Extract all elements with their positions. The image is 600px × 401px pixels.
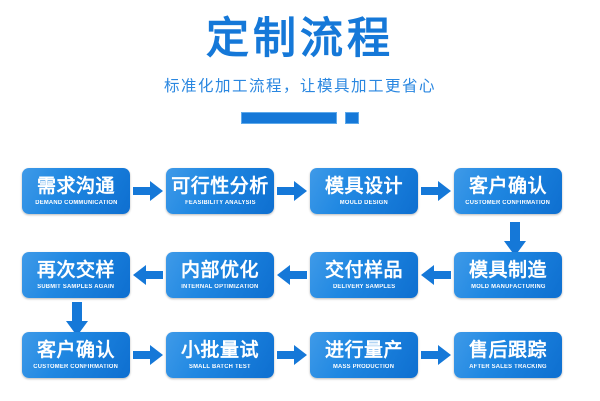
- process-flow-diagram: 需求沟通 DEMAND COMMUNICATION 可行性分析 FEASIBIL…: [0, 160, 600, 401]
- flow-node-mold-manufacturing[interactable]: 模具制造 MOLD MANUFACTURING: [454, 252, 562, 298]
- node-title-en: AFTER SALES TRACKING: [469, 363, 547, 370]
- arrow-left-icon: [277, 265, 307, 285]
- arrow-right-icon: [277, 345, 307, 365]
- arrow-down-icon-left: [66, 302, 88, 336]
- page-title: 定制流程: [206, 14, 394, 64]
- page-header: 定制流程 标准化加工流程，让模具加工更省心: [0, 0, 600, 125]
- arrow-right-icon: [133, 345, 163, 365]
- arrow-left-2a: [130, 252, 166, 298]
- flow-node-feasibility-analysis[interactable]: 可行性分析 FEASIBILITY ANALYSIS: [166, 168, 274, 214]
- divider-dot-shape: [345, 112, 359, 125]
- node-title-cn: 交付样品: [324, 258, 403, 281]
- flow-node-mould-design[interactable]: 模具设计 MOULD DESIGN: [310, 168, 418, 214]
- page-subtitle: 标准化加工流程，让模具加工更省心: [163, 77, 436, 96]
- node-title-cn: 可行性分析: [171, 174, 269, 197]
- node-title-en: CUSTOMER CONFIRMATION: [465, 199, 551, 206]
- arrow-right-3c: [418, 332, 454, 378]
- flow-node-customer-confirmation-2[interactable]: 客户确认 CUSTOMER CONFIRMATION: [22, 332, 130, 378]
- node-title-cn: 客户确认: [36, 338, 115, 361]
- flow-node-customer-confirmation-1[interactable]: 客户确认 CUSTOMER CONFIRMATION: [454, 168, 562, 214]
- flow-node-submit-samples-again[interactable]: 再次交样 SUBMIT SAMPLES AGAIN: [22, 252, 130, 298]
- arrow-right-1b: [274, 168, 310, 214]
- divider-bar-shape: [241, 112, 337, 125]
- node-title-cn: 售后跟踪: [468, 338, 547, 361]
- arrow-left-2c: [418, 252, 454, 298]
- node-title-cn: 再次交样: [36, 258, 115, 281]
- node-title-en: FEASIBILITY ANALYSIS: [184, 199, 256, 206]
- arrow-down-icon-right: [504, 222, 526, 256]
- arrow-right-icon: [421, 181, 451, 201]
- node-title-cn: 模具设计: [324, 174, 403, 197]
- arrow-right-icon: [133, 181, 163, 201]
- node-title-en: MOULD DESIGN: [339, 199, 389, 206]
- arrow-right-icon: [277, 181, 307, 201]
- flow-row-3: 客户确认 CUSTOMER CONFIRMATION 小批量试 SMALL BA…: [0, 332, 600, 378]
- node-title-en: SUBMIT SAMPLES AGAIN: [37, 283, 115, 290]
- arrow-left-icon: [421, 265, 451, 285]
- node-title-cn: 模具制造: [468, 258, 547, 281]
- node-title-cn: 客户确认: [468, 174, 547, 197]
- node-title-en: MASS PRODUCTION: [333, 363, 395, 370]
- flow-node-after-sales-tracking[interactable]: 售后跟踪 AFTER SALES TRACKING: [454, 332, 562, 378]
- arrow-right-1a: [130, 168, 166, 214]
- node-title-en: DELIVERY SAMPLES: [332, 283, 396, 290]
- flow-node-small-batch-test[interactable]: 小批量试 SMALL BATCH TEST: [166, 332, 274, 378]
- arrow-left-icon: [133, 265, 163, 285]
- node-title-en: SMALL BATCH TEST: [189, 363, 251, 370]
- arrow-right-icon: [421, 345, 451, 365]
- node-title-en: DEMAND COMMUNICATION: [34, 199, 118, 206]
- node-title-cn: 内部优化: [180, 258, 259, 281]
- arrow-right-3b: [274, 332, 310, 378]
- node-title-cn: 小批量试: [180, 338, 259, 361]
- arrow-right-1c: [418, 168, 454, 214]
- arrow-left-2b: [274, 252, 310, 298]
- node-title-cn: 需求沟通: [36, 174, 115, 197]
- flow-node-demand-communication[interactable]: 需求沟通 DEMAND COMMUNICATION: [22, 168, 130, 214]
- flow-node-internal-optimization[interactable]: 内部优化 INTERNAL OPTIMIZATION: [166, 252, 274, 298]
- arrow-right-3a: [130, 332, 166, 378]
- node-title-en: MOLD MANUFACTURING: [470, 283, 546, 290]
- flow-node-mass-production[interactable]: 进行量产 MASS PRODUCTION: [310, 332, 418, 378]
- node-title-en: INTERNAL OPTIMIZATION: [181, 283, 259, 290]
- node-title-en: CUSTOMER CONFIRMATION: [33, 363, 119, 370]
- node-title-cn: 进行量产: [324, 338, 403, 361]
- flow-row-2: 再次交样 SUBMIT SAMPLES AGAIN 内部优化 INTERNAL …: [0, 252, 600, 298]
- title-divider: [0, 112, 600, 125]
- flow-node-delivery-samples[interactable]: 交付样品 DELIVERY SAMPLES: [310, 252, 418, 298]
- flow-row-1: 需求沟通 DEMAND COMMUNICATION 可行性分析 FEASIBIL…: [0, 168, 600, 214]
